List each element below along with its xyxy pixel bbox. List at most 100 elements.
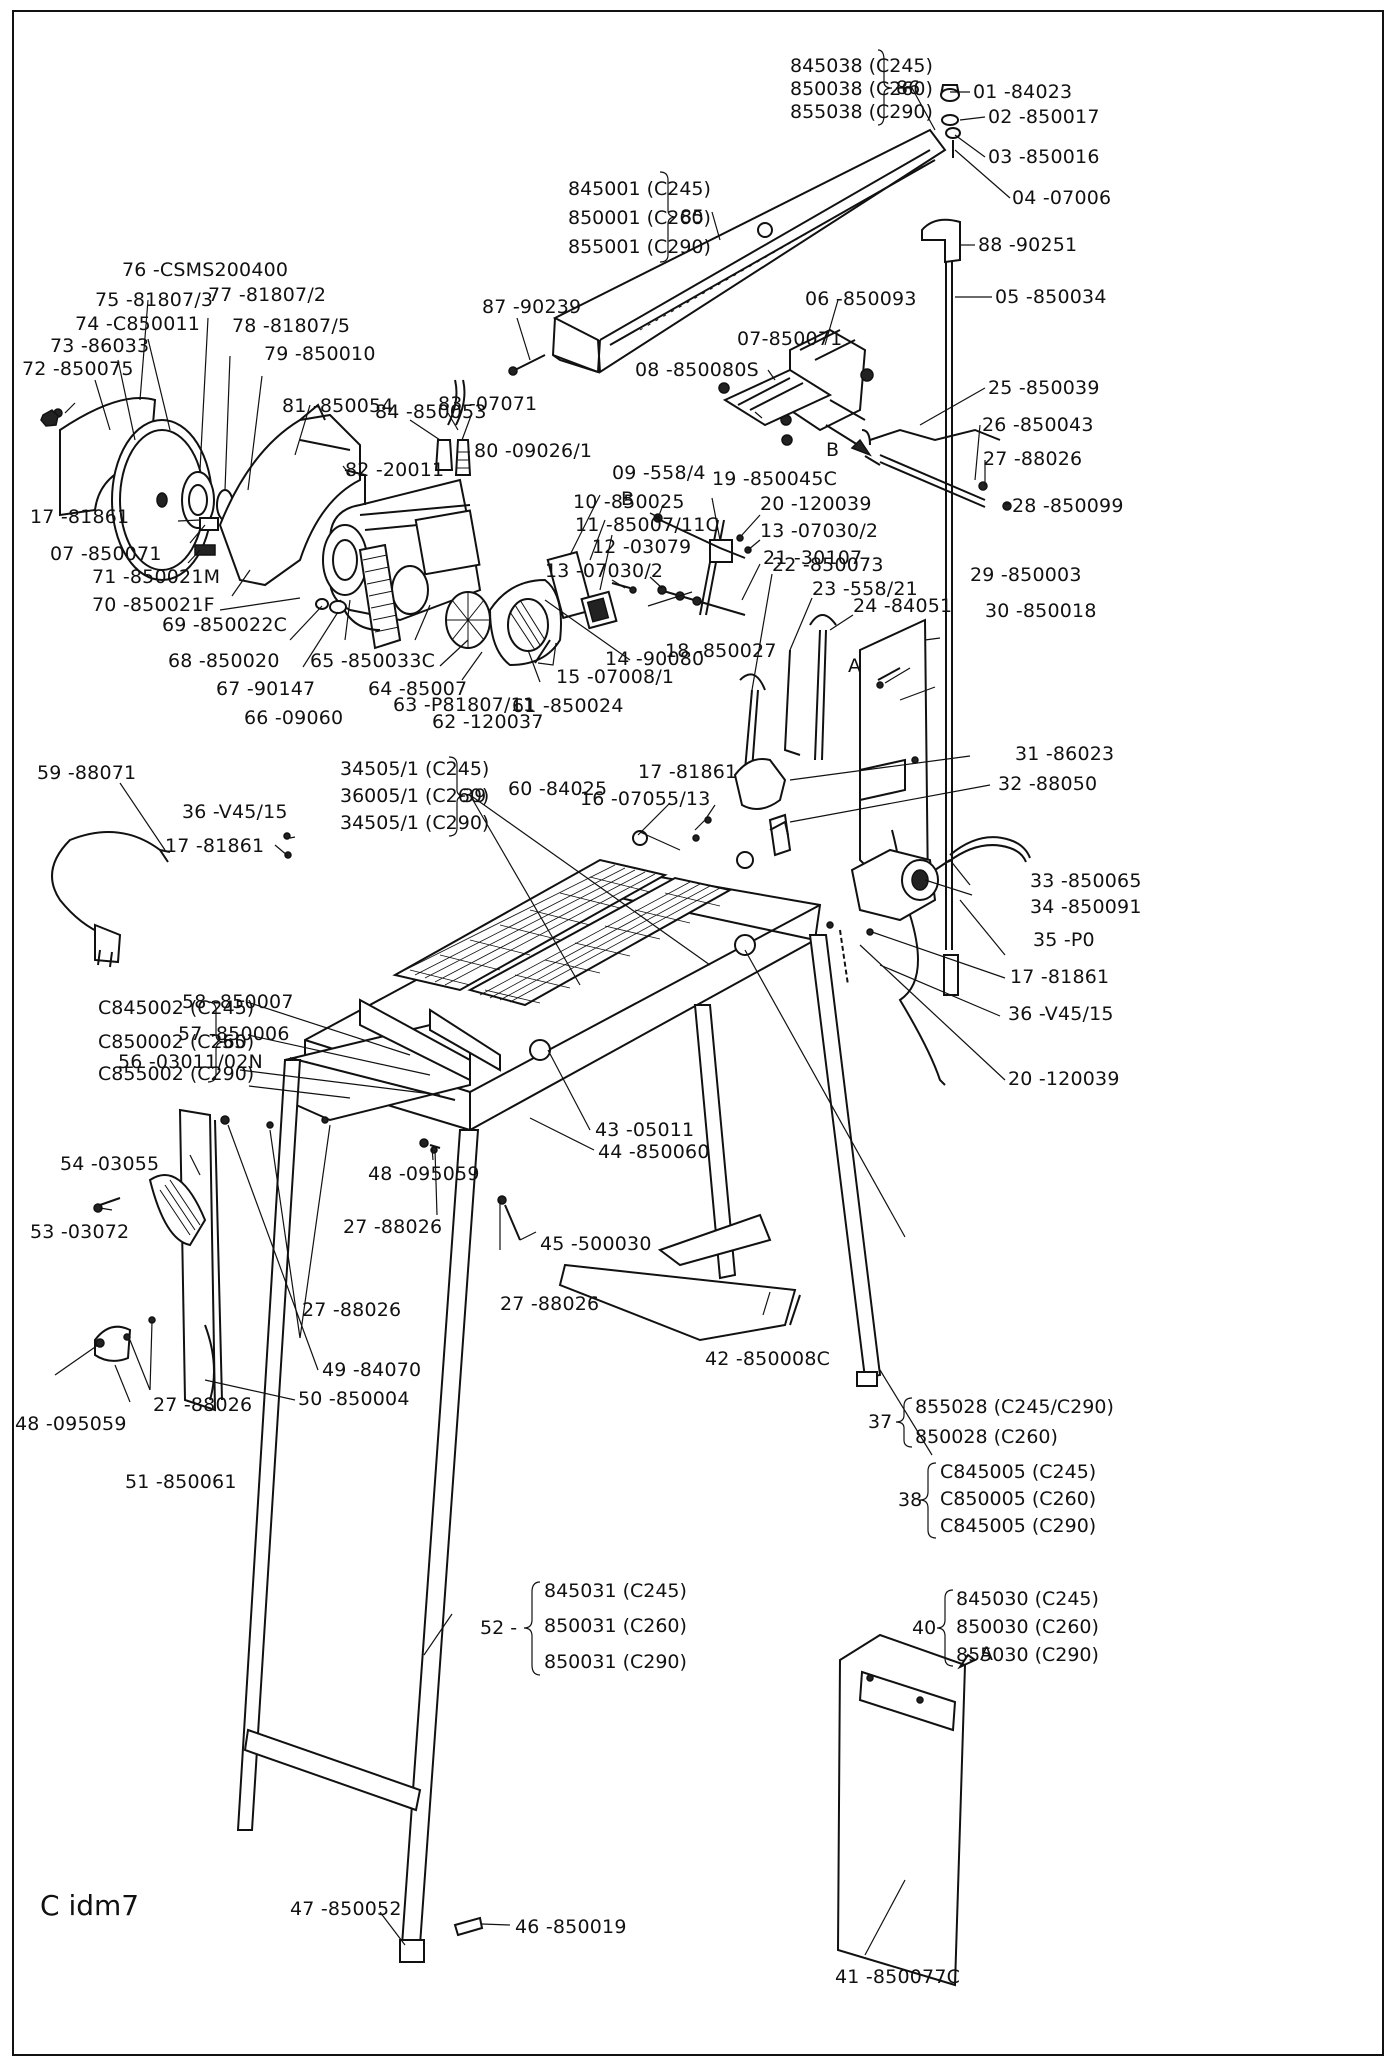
- mark-a-top: A: [848, 655, 861, 677]
- group-55-line-1: C845002 (C245): [98, 997, 254, 1019]
- label-80: 80 -09026/1: [474, 440, 592, 462]
- label-70: 70 -850021F: [92, 594, 215, 616]
- label-21: 21 -30107: [763, 547, 862, 569]
- diagram-code: C idm7: [40, 1889, 139, 1922]
- arrow-a2: [957, 1653, 977, 1670]
- pump-cable: [898, 914, 946, 1086]
- label-10: 10 -850025: [573, 491, 685, 513]
- label-07-top: 07-850071: [737, 328, 842, 350]
- label-68: 68 -850020: [168, 650, 280, 672]
- label-11: 11 -85007/11C: [575, 514, 719, 536]
- label-13-mid: 13 -07030/2: [545, 560, 663, 582]
- label-23: 23 -558/21: [812, 578, 918, 600]
- label-69: 69 -850022C: [162, 614, 287, 636]
- group-39-number: 39: [462, 785, 486, 807]
- label-16: 16 -07055/13: [580, 788, 711, 810]
- label-83: 83 -07071: [438, 393, 537, 415]
- label-27-mid: 27 -88026: [343, 1216, 442, 1238]
- flange-77: [181, 471, 215, 529]
- label-60: 60 -84025: [508, 778, 607, 800]
- bolt-87: [514, 354, 546, 371]
- group-38-line-1: C845005 (C245): [940, 1461, 1096, 1483]
- group-labels: 845038 (C245) 850038 (C260) 855038 (C290…: [98, 55, 1114, 1673]
- rip-fence: [551, 128, 947, 374]
- label-36-left: 36 -V45/15: [182, 801, 288, 823]
- label-48-mid: 48 -095059: [368, 1163, 480, 1185]
- label-12: 12 -03079: [592, 536, 691, 558]
- label-30: 30 -850018: [985, 600, 1097, 622]
- label-27-top: 27 -88026: [983, 448, 1082, 470]
- label-50: 50 -850004: [298, 1388, 410, 1410]
- group-52-number: 52 -: [480, 1617, 517, 1639]
- fan-cover: [488, 578, 562, 667]
- group-brackets: [207, 49, 954, 1676]
- mark-a-bottom: A: [980, 1643, 993, 1665]
- label-27-bottom: 27 -88026: [500, 1293, 599, 1315]
- label-08: 08 -850080S: [635, 359, 759, 381]
- label-88: 88 -90251: [978, 234, 1077, 256]
- label-45: 45 -500030: [540, 1233, 652, 1255]
- label-42: 42 -850008C: [705, 1348, 830, 1370]
- label-43: 43 -05011: [595, 1119, 694, 1141]
- pin-46: [453, 1916, 484, 1937]
- fan: [445, 591, 491, 649]
- label-75: 75 -81807/3: [95, 289, 213, 311]
- arrow-b1: [850, 438, 872, 457]
- label-41: 41 -850077C: [835, 1966, 960, 1988]
- diagram-frame: [12, 10, 1384, 2056]
- brush-82: [344, 469, 366, 505]
- group-39-line-3: 34505/1 (C290): [340, 812, 489, 834]
- group-39-line-1: 34505/1 (C245): [340, 758, 489, 780]
- pump-motor: [850, 848, 951, 922]
- group-55-line-2: C850002 (C260): [98, 1031, 254, 1053]
- label-58: 58 -850007: [182, 991, 294, 1013]
- label-59: 59 -88071: [37, 762, 136, 784]
- group-85-line-2: 850001 (C260): [568, 207, 711, 229]
- group-86-line-2: 850038 (C260): [790, 78, 933, 100]
- chain-20: [839, 929, 849, 986]
- label-63: 63 -P81807/11: [393, 694, 535, 716]
- label-82: 82 -20011: [345, 459, 444, 481]
- group-85-line-1: 845001 (C245): [568, 178, 711, 200]
- label-22: 22 -850073: [772, 554, 884, 576]
- water-pump: [733, 758, 787, 810]
- group-39-line-2: 36005/1 (C260): [340, 785, 489, 807]
- arrow-a1: [877, 667, 901, 681]
- group-40-number: 40: [912, 1617, 936, 1639]
- motor: [322, 478, 482, 650]
- label-09: 09 -558/4: [612, 462, 706, 484]
- label-71: 71 -850021M: [92, 566, 220, 588]
- label-33: 33 -850065: [1030, 870, 1142, 892]
- part-labels: 01 -84023 02 -850017 03 -850016 04 -0700…: [15, 81, 1142, 1988]
- water-hose: [949, 836, 1031, 859]
- label-77: 77 -81807/2: [208, 284, 326, 306]
- label-26: 26 -850043: [982, 414, 1094, 436]
- leader-lines: [54, 87, 1011, 1956]
- label-07-left: 07 -850071: [50, 543, 162, 565]
- nut-72: [40, 409, 59, 427]
- label-32: 32 -88050: [998, 773, 1097, 795]
- group-38-line-2: C850005 (C260): [940, 1488, 1096, 1510]
- label-04: 04 -07006: [1012, 187, 1111, 209]
- tools: [739, 614, 837, 771]
- label-48-left: 48 -095059: [15, 1413, 127, 1435]
- label-13-top: 13 -07030/2: [760, 520, 878, 542]
- parts-drawing: [40, 84, 1031, 1987]
- label-27-lower: 27 -88026: [153, 1394, 252, 1416]
- label-57: 57 -850006: [178, 1023, 290, 1045]
- group-55-number: 55: [222, 1031, 246, 1053]
- group-38-number: 38: [898, 1489, 922, 1511]
- label-15: 15 -07008/1: [556, 666, 674, 688]
- label-17-left: 17 -81861: [30, 506, 129, 528]
- spring-and-shaft: [861, 428, 1001, 508]
- label-18: 18 -850027: [665, 640, 777, 662]
- group-40-line-3: 855030 (C290): [956, 1644, 1099, 1666]
- connector-71: [199, 517, 219, 531]
- sliding-carriage: [718, 328, 874, 446]
- label-17-mid: 17 -81861: [165, 835, 264, 857]
- group-55-line-3: C855002 (C290): [98, 1063, 254, 1085]
- label-34: 34 -850091: [1030, 896, 1142, 918]
- label-49: 49 -84070: [322, 1359, 421, 1381]
- mark-b-right: B: [826, 439, 839, 461]
